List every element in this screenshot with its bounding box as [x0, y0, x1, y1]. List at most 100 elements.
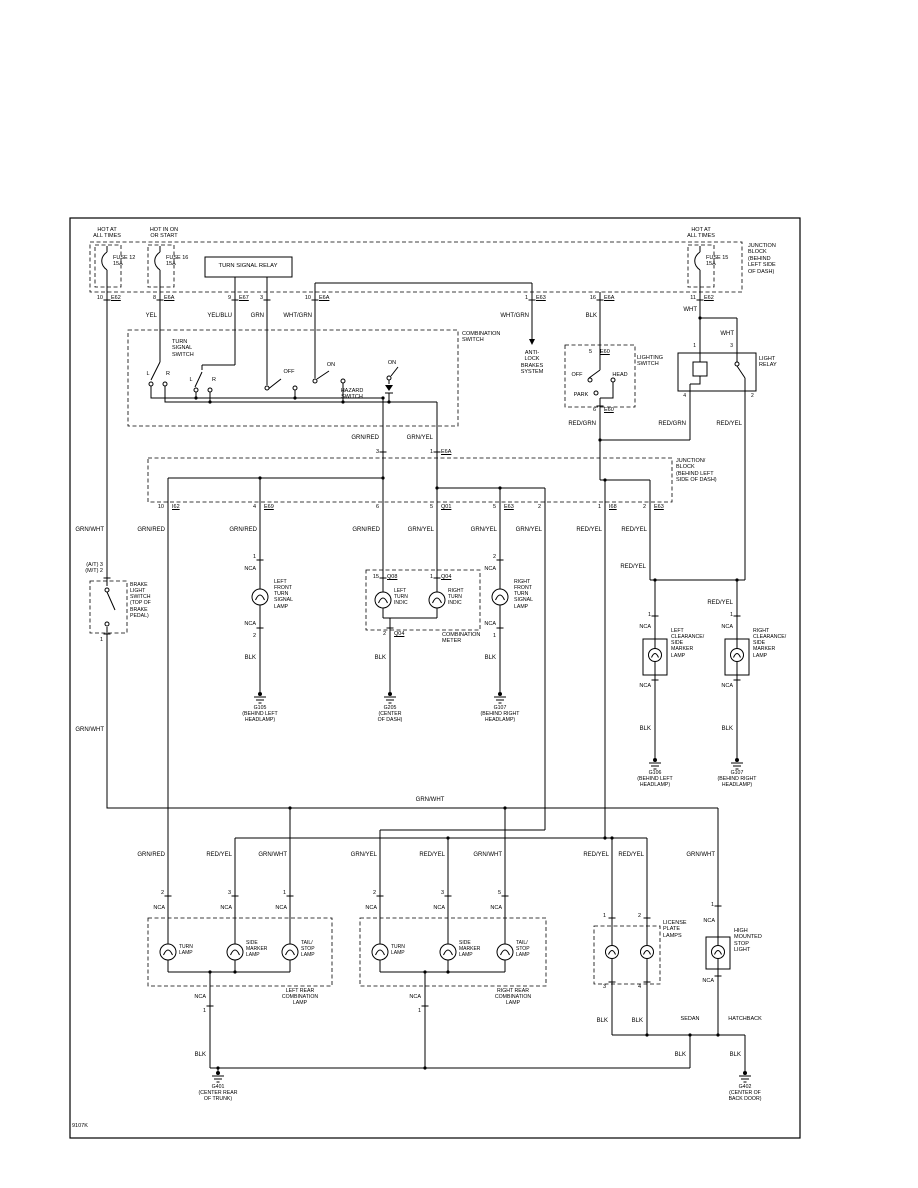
rr-marker-pin: 3	[440, 890, 444, 896]
right-rear-combination-lamp-box	[359, 917, 547, 987]
left-rear-combination-lamp-box	[147, 917, 333, 987]
lighting-park-label: PARK	[573, 392, 589, 398]
rr-tail-nca: NCA	[490, 905, 502, 911]
turn-contact-r1: R	[166, 371, 170, 377]
light-relay-label: LIGHT RELAY	[759, 356, 777, 369]
lf-pin-bottom: 2	[252, 633, 256, 639]
junction-block-mid-box	[147, 457, 673, 503]
wire-blk-lf: BLK	[244, 655, 256, 661]
wire-red-yel-6: RED/YEL	[419, 852, 445, 858]
gnd-g107-front-label: G107 (BEHIND RIGHT HEADLAMP)	[480, 705, 520, 724]
conn-q04-2-id: Q04	[394, 631, 405, 637]
lr-marker-pin: 3	[227, 890, 231, 896]
wire-grn-wht-mid: GRN/WHT	[75, 727, 104, 733]
conn-q08-15-id: Q08	[387, 574, 398, 580]
hazard-switch-label: HAZARD SWITCH	[340, 388, 364, 401]
wire-yel-blu: YEL/BLU	[207, 313, 232, 319]
conn-i62-10-pin: 10	[157, 504, 164, 510]
lighting-switch-label: LIGHTING SWITCH	[637, 355, 663, 368]
wire-grn: GRN	[250, 313, 264, 319]
turn-contact-l1: L	[146, 371, 150, 377]
conn-e6a-8-id: E6A	[164, 295, 175, 301]
conn-i68-1-id: I68	[609, 504, 617, 510]
wire-wht-grn-a: WHT/GRN	[283, 313, 312, 319]
wire-blk-left-rear: BLK	[194, 1052, 206, 1058]
turn-signal-relay-label: TURN SIGNAL RELAY	[218, 263, 278, 269]
wire-grn-wht-4: GRN/WHT	[473, 852, 502, 858]
wire-blk-rc: BLK	[721, 726, 733, 732]
wire-blk-meter: BLK	[374, 655, 386, 661]
conn-e63-5-pin: 5	[492, 504, 496, 510]
wire-grn-red-1: GRN/RED	[137, 527, 165, 533]
conn-q04-1-id: Q04	[441, 574, 452, 580]
conn-meter-6-pin: 6	[375, 504, 379, 510]
wire-grn-wht-brake: GRN/WHT	[75, 527, 104, 533]
conn-e62-11-id: E62	[704, 295, 714, 301]
high-mounted-stop-label: HIGH MOUNTED STOP LIGHT	[734, 928, 762, 954]
wire-grn-red-switch: GRN/RED	[351, 435, 379, 441]
conn-i68-1-pin: 1	[597, 504, 601, 510]
lr-side-marker-label: SIDE MARKER LAMP	[246, 940, 268, 958]
junction-block-top-note: JUNCTION BLOCK (BEHIND LEFT SIDE OF DASH…	[748, 243, 776, 275]
hot-at-all-times-right: HOT AT ALL TIMES	[687, 227, 715, 240]
lr-pin-bottom: 1	[202, 1008, 206, 1014]
combination-meter-box	[365, 569, 481, 631]
combination-switch-label: COMBINATION SWITCH	[462, 331, 501, 344]
wire-blk-sedan: BLK	[674, 1052, 686, 1058]
conn-i62-10-id: I62	[172, 504, 180, 510]
gnd-g205-label: G205 (CENTER OF DASH)	[377, 705, 403, 724]
hs-nca-top: NCA	[703, 918, 715, 924]
rf-pin-bottom: 1	[492, 633, 496, 639]
left-clearance-lamp-label: LEFT CLEARANCE/ SIDE MARKER LAMP	[671, 628, 705, 659]
wire-red-yel-8: RED/YEL	[618, 852, 644, 858]
right-clearance-lamp-label: RIGHT CLEARANCE/ SIDE MARKER LAMP	[753, 628, 787, 659]
license-plate-lamps-box	[593, 925, 661, 985]
hatchback-label: HATCHBACK	[728, 1016, 762, 1022]
wire-blk-lc: BLK	[639, 726, 651, 732]
gnd-g401-label: G401 (CENTER REAR OF TRUNK)	[198, 1084, 238, 1103]
junction-block-strip-box	[89, 241, 743, 293]
wire-grn-yel-2: GRN/YEL	[470, 527, 497, 533]
lf-pin-top: 1	[252, 554, 256, 560]
gnd-g105-label: G105 (BEHIND LEFT HEADLAMP)	[242, 705, 278, 724]
brake-pin-1: 1	[99, 637, 103, 643]
lf-nca-top: NCA	[244, 566, 256, 572]
left-rear-combination-label: LEFT REAR COMBINATION LAMP	[281, 988, 319, 1007]
wire-red-yel-5: RED/YEL	[206, 852, 232, 858]
wire-red-yel-7: RED/YEL	[583, 852, 609, 858]
lighting-head-label: HEAD	[612, 372, 628, 378]
wire-red-yel-3: RED/YEL	[620, 564, 646, 570]
combination-switch-box	[127, 329, 459, 427]
fuse-12-label: FUSE 12 15A	[113, 255, 136, 268]
lr-tail-pin: 1	[282, 890, 286, 896]
turn-contact-l2: L	[189, 377, 193, 383]
wire-grn-yel-3: GRN/YEL	[515, 527, 542, 533]
conn-e6a-1-id: E6A	[441, 449, 452, 455]
sedan-label: SEDAN	[680, 1016, 700, 1022]
conn-e60-6-id: E60	[604, 407, 614, 413]
license-plate-lamps-label: LICENSE PLATE LAMPS	[663, 920, 687, 939]
conn-e6a-8-pin: 8	[152, 295, 156, 301]
lc-nca-bottom: NCA	[639, 683, 651, 689]
conn-e62-11-pin: 11	[690, 295, 696, 301]
right-rear-combination-label: RIGHT REAR COMBINATION LAMP	[494, 988, 532, 1007]
wire-grn-wht-5: GRN/WHT	[686, 852, 715, 858]
hot-in-on-or-start: HOT IN ON OR START	[149, 227, 179, 240]
junction-block-mid-note: JUNCTION/ BLOCK (BEHIND LEFT SIDE OF DAS…	[676, 458, 717, 484]
conn-e69-4-pin: 4	[252, 504, 256, 510]
conn-q04-2-pin: 2	[382, 631, 386, 637]
brake-light-switch-box	[89, 580, 128, 634]
hs-nca-bottom: NCA	[702, 978, 714, 984]
conn-e6a-10-id: E6A	[319, 295, 330, 301]
rf-nca-bottom: NCA	[484, 621, 496, 627]
light-relay-pin-2: 2	[751, 393, 754, 399]
hazard-on-label: ON	[326, 362, 336, 368]
rr-turn-pin: 2	[372, 890, 376, 896]
lr-tail-stop-label: TAIL/ STOP LAMP	[301, 940, 315, 958]
lr-turn-nca: NCA	[153, 905, 165, 911]
combination-meter-label: COMBINATION METER	[442, 632, 481, 645]
dashed-component-boxes	[89, 241, 743, 987]
lc-nca-top: NCA	[639, 624, 651, 630]
junction-dots	[194, 316, 739, 1070]
